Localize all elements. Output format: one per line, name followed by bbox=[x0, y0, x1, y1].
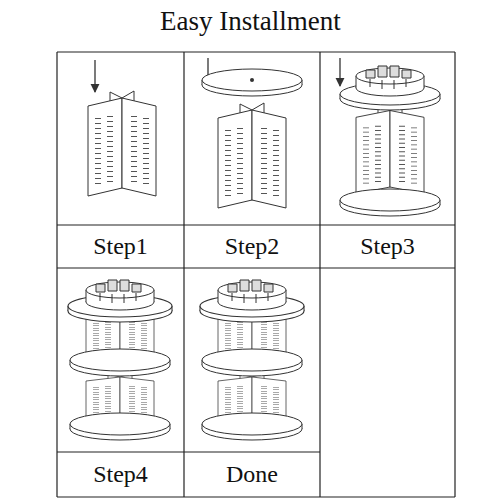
step-label-cell: Step1 bbox=[57, 225, 184, 268]
step-label-cell: Step3 bbox=[320, 225, 455, 268]
done-drawing bbox=[200, 280, 304, 440]
step-label-cell: Done bbox=[184, 452, 320, 497]
step-label: Step2 bbox=[225, 233, 280, 260]
table-grid bbox=[57, 52, 455, 497]
step-label: Done bbox=[226, 461, 278, 488]
step3-drawing bbox=[340, 58, 440, 216]
page-title: Easy Installment bbox=[160, 6, 341, 37]
step-label: Step4 bbox=[93, 461, 148, 488]
step-label-cell: Step2 bbox=[184, 225, 320, 268]
step-label: Step1 bbox=[93, 233, 148, 260]
step-label-cell: Step4 bbox=[57, 452, 184, 497]
step1-drawing bbox=[88, 60, 156, 196]
step4-drawing bbox=[68, 280, 172, 440]
step-label: Step3 bbox=[360, 233, 415, 260]
step2-drawing bbox=[202, 58, 302, 208]
